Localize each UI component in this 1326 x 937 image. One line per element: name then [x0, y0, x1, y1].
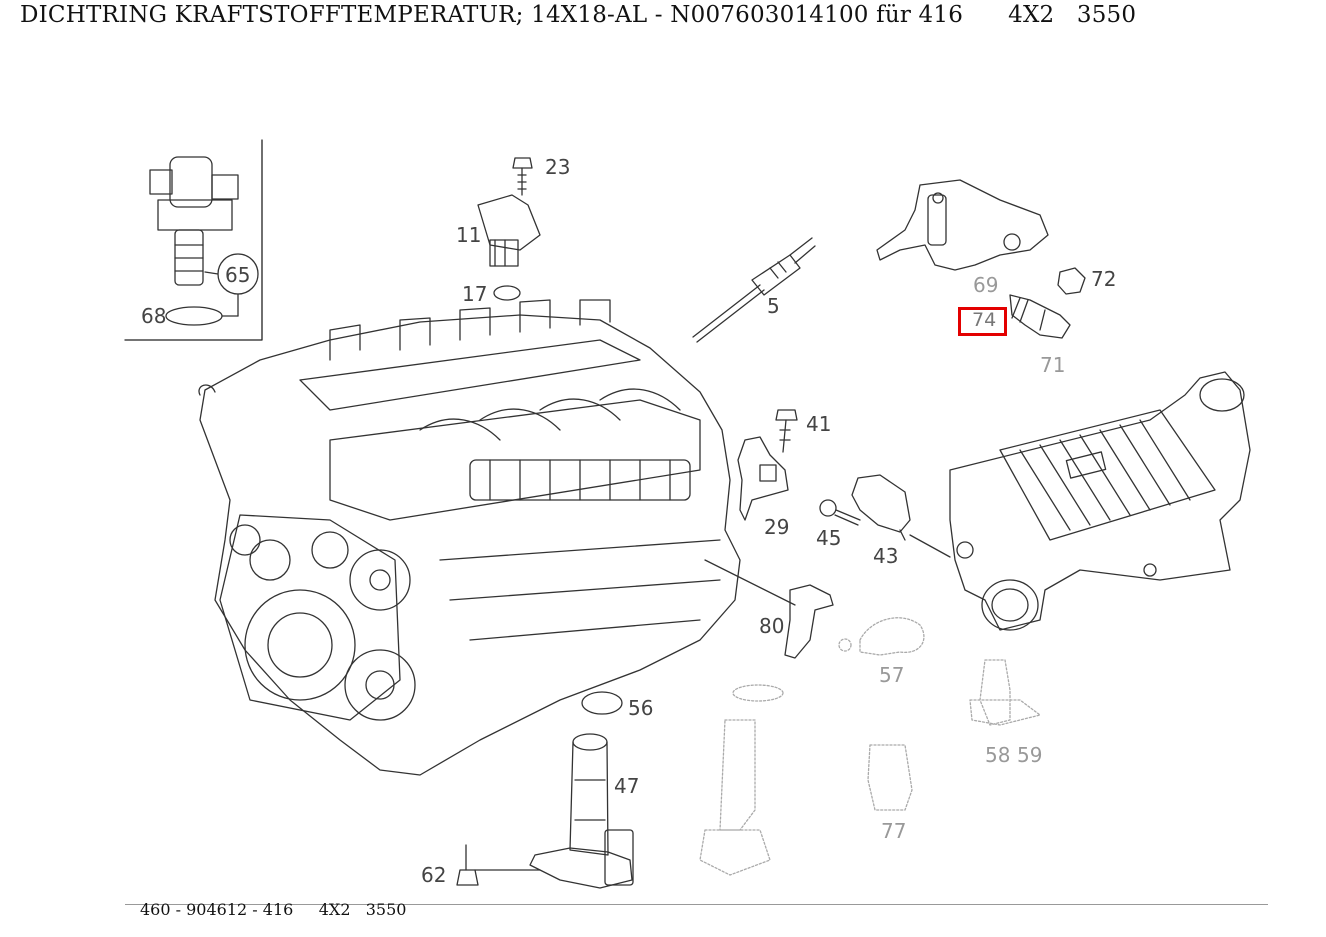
callout-11[interactable]: 11 [456, 223, 481, 247]
part-56-seal [581, 691, 623, 715]
part-69-housing [876, 179, 1049, 271]
inset-sensor-drawing [149, 156, 259, 326]
intake-manifold-drawing [949, 371, 1251, 631]
part-62-bolt [456, 844, 541, 886]
callout-65[interactable]: 65 [225, 263, 250, 287]
part-41-bolt [775, 409, 798, 453]
callout-77[interactable]: 77 [881, 819, 906, 843]
callout-41[interactable]: 41 [806, 412, 831, 436]
part-71-sensor [1009, 294, 1071, 339]
callout-74[interactable]: 74 [972, 309, 997, 331]
callout-80[interactable]: 80 [759, 614, 784, 638]
page-title: DICHTRING KRAFTSTOFFTEMPERATUR; 14X18-AL… [20, 2, 1137, 28]
callout-17[interactable]: 17 [462, 282, 487, 306]
callout-68[interactable]: 68 [141, 304, 166, 328]
engine-block-drawing [198, 299, 741, 776]
callout-62[interactable]: 62 [421, 863, 446, 887]
part-17-seal [493, 285, 521, 301]
callout-59[interactable]: 59 [1017, 743, 1042, 767]
part-45-bolt [819, 499, 861, 526]
highlight-box [958, 307, 1007, 336]
callout-23[interactable]: 23 [545, 155, 570, 179]
callout-72[interactable]: 72 [1091, 267, 1116, 291]
faint-parts [699, 617, 1041, 876]
callout-56[interactable]: 56 [628, 696, 653, 720]
callout-58[interactable]: 58 [985, 743, 1010, 767]
part-47-filter-housing [529, 733, 634, 889]
part-72-plug [1057, 267, 1086, 295]
inset-frame [124, 139, 263, 341]
callout-5[interactable]: 5 [767, 294, 780, 318]
callout-57[interactable]: 57 [879, 663, 904, 687]
part-80-bracket [704, 559, 834, 659]
footer-divider [125, 904, 1268, 905]
part-11-sensor [477, 194, 541, 267]
callout-71[interactable]: 71 [1040, 353, 1065, 377]
part-29-bracket [737, 436, 789, 521]
part-23-bolt [512, 157, 533, 196]
callout-43[interactable]: 43 [873, 544, 898, 568]
callout-29[interactable]: 29 [764, 515, 789, 539]
callout-47[interactable]: 47 [614, 774, 639, 798]
part-43-sensor [851, 474, 951, 558]
callout-69[interactable]: 69 [973, 273, 998, 297]
part-5-glow-plug [692, 237, 816, 343]
footer-reference: 460 - 904612 - 416 4X2 3550 [140, 900, 407, 919]
callout-45[interactable]: 45 [816, 526, 841, 550]
